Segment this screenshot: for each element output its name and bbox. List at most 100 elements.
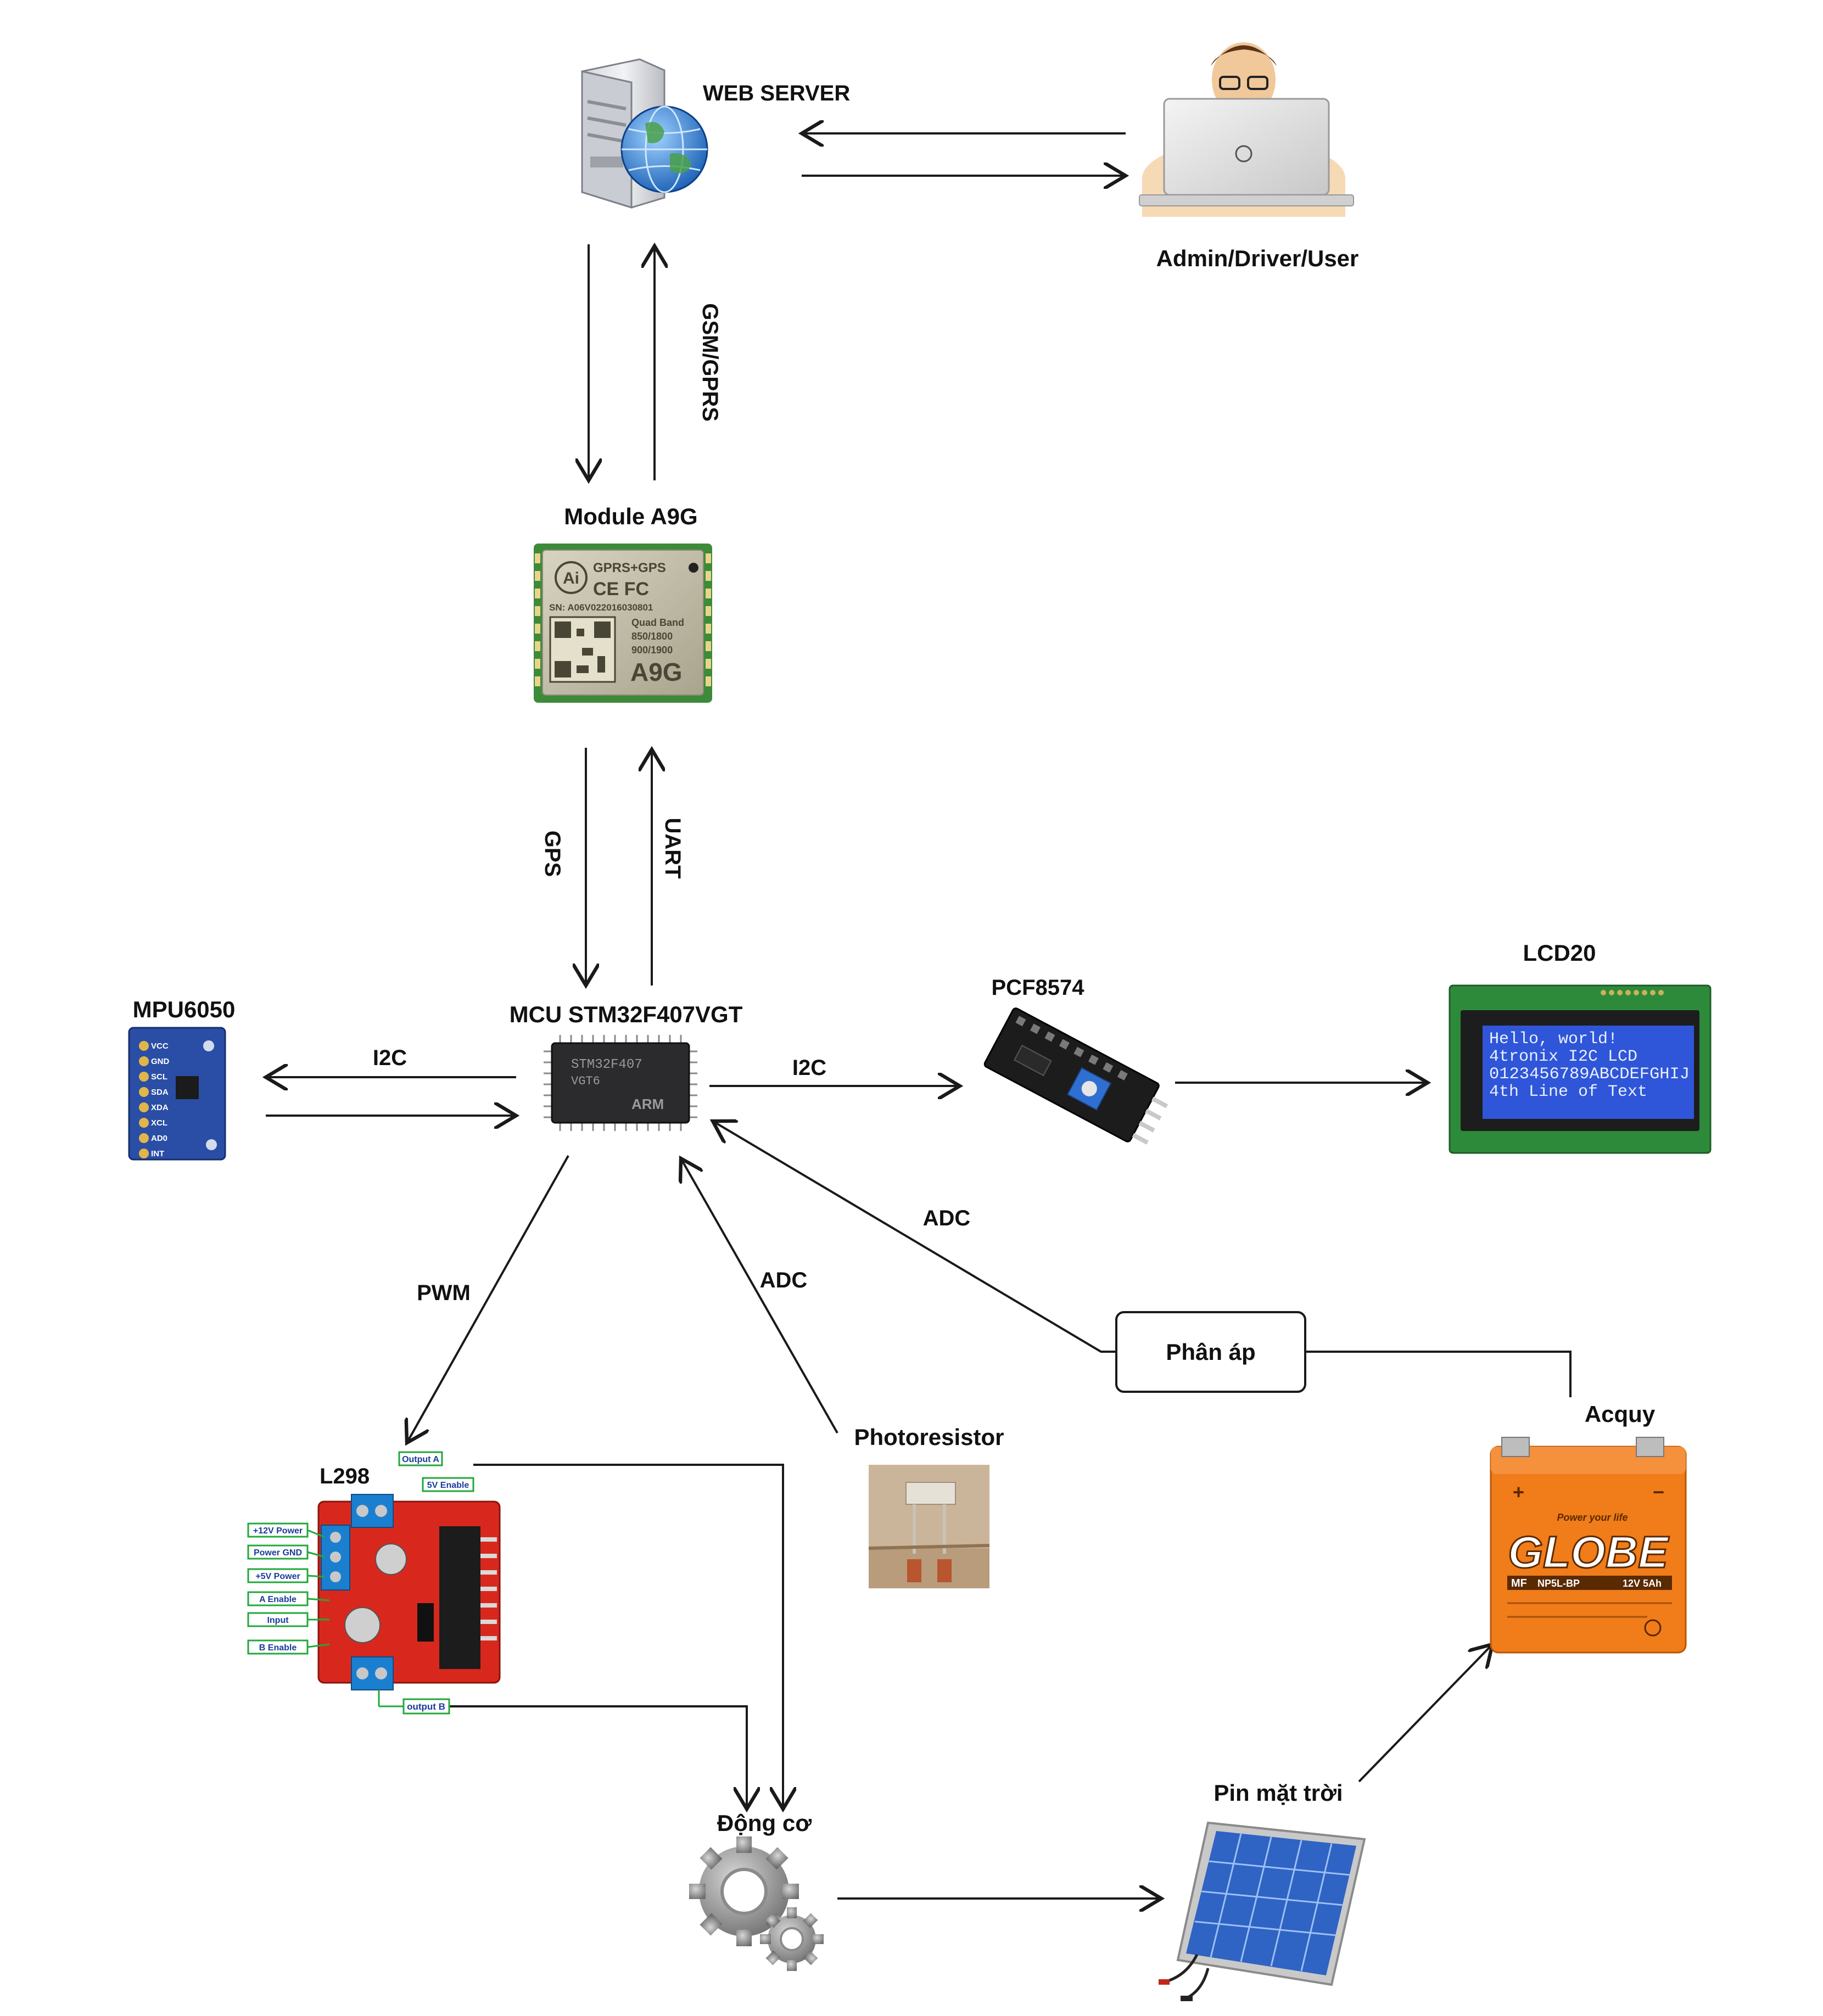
pcf-board-image: [983, 1007, 1168, 1145]
a9g-band3-text: 900/1900: [631, 645, 673, 656]
lcd20-node: LCD20 Hello, world! 4tronix I2C LCD 0123…: [1449, 940, 1712, 1154]
svg-text:+12V Power: +12V Power: [253, 1526, 303, 1536]
a9g-module-image: Ai GPRS+GPS CE FC SN: A06V022016030801 Q…: [534, 544, 712, 703]
l298-tag-5v-enable: 5V Enable: [422, 1477, 474, 1492]
svg-text:Input: Input: [267, 1616, 289, 1625]
l298-tag-power-gnd: Power GND: [247, 1544, 326, 1560]
web-server-node: WEB SERVER: [581, 58, 850, 209]
lcd-line-2: 4tronix I2C LCD: [1489, 1048, 1637, 1066]
l298-tag-a-enable: A Enable: [247, 1591, 330, 1606]
edge-label-i2c-mpu: I2C: [373, 1046, 407, 1070]
svg-text:A Enable: A Enable: [259, 1595, 297, 1604]
l298-label: L298: [320, 1464, 370, 1488]
mpu-pin-gnd: GND: [151, 1057, 170, 1066]
photo-label: Photoresistor: [854, 1424, 1004, 1450]
edge-label-adc-battery: ADC: [923, 1206, 971, 1230]
battery-minus-sign: −: [1653, 1481, 1664, 1503]
l298-tag-b-enable: B Enable: [247, 1639, 330, 1655]
gears-icon: [689, 1836, 824, 1971]
solar-label: Pin mặt trời: [1214, 1780, 1343, 1806]
edge-label-gps: GPS: [540, 831, 564, 877]
edge-label-pwm: PWM: [417, 1281, 471, 1305]
battery-tagline: Power your life: [1557, 1512, 1628, 1523]
lcd-line-3: 0123456789ABCDEFGHIJ: [1489, 1065, 1690, 1084]
arrow-divider-to-mcu: [713, 1121, 1116, 1353]
edge-label-adc-photo: ADC: [760, 1268, 808, 1292]
svg-text:B Enable: B Enable: [259, 1643, 297, 1653]
l298-tag-output-a: Output A: [398, 1451, 443, 1466]
mpu-pin-sda: SDA: [151, 1088, 169, 1097]
globe-icon: [620, 105, 708, 193]
battery-node: Acquy + − Power your life GLOBE MF NP5L-…: [1490, 1401, 1687, 1654]
user-node: Admin/Driver/User: [1139, 42, 1358, 271]
a9g-model-text: A9G: [630, 658, 683, 686]
arrow-mcu-to-l298: [407, 1155, 569, 1443]
l298-tag-input: Input: [247, 1612, 329, 1627]
battery-brand: GLOBE: [1508, 1527, 1669, 1577]
arrow-solar-to-battery: [1358, 1644, 1492, 1783]
a9g-cert-text: CE FC: [593, 579, 649, 600]
lcd-line-4: 4th Line of Text: [1489, 1083, 1647, 1101]
line-l298-outA-to-motor: [473, 1464, 783, 1809]
photoresistor-node: Photoresistor: [854, 1424, 1004, 1588]
motor-label: Động cơ: [717, 1810, 812, 1836]
mpu-pin-int: INT: [151, 1149, 164, 1158]
divider-label: Phân áp: [1166, 1339, 1255, 1365]
solar-panel-image: [1159, 1821, 1366, 2001]
mpu-pin-xda: XDA: [151, 1103, 169, 1112]
battery-rating: 12V 5Ah: [1623, 1578, 1662, 1589]
pcf8574-node: PCF8574: [983, 976, 1168, 1145]
mpu-pin-vcc: VCC: [151, 1041, 169, 1051]
mpu6050-node: MPU6050 VCC GND SCL SDA XDA XCL AD0 INT: [128, 996, 236, 1161]
lcd-line-1: Hello, world!: [1489, 1030, 1618, 1049]
edge-label-gsm-gprs: GSM/GPRS: [698, 303, 722, 422]
battery-label: Acquy: [1585, 1401, 1656, 1427]
mcu-node: MCU STM32F407VGT STM32F407 VGT6 ARM: [510, 1001, 743, 1131]
a9g-band2-text: 850/1800: [631, 631, 673, 642]
motor-node: Động cơ: [689, 1810, 824, 1971]
solar-node: Pin mặt trời: [1159, 1780, 1366, 2001]
l298-tag-12v-power: +12V Power: [247, 1522, 326, 1538]
l298-tag-output-b: output B: [378, 1690, 450, 1715]
photoresistor-image: [868, 1465, 990, 1588]
lcd-label: LCD20: [1523, 940, 1596, 966]
battery-plus-sign: +: [1513, 1481, 1524, 1503]
user-label: Admin/Driver/User: [1156, 245, 1359, 271]
a9g-band1-text: Quad Band: [631, 617, 684, 628]
mcu-line1: STM32F407: [571, 1057, 642, 1072]
battery-model: NP5L-BP: [1537, 1578, 1580, 1589]
l298-board-image: [317, 1494, 501, 1690]
arrow-photo-to-mcu: [681, 1158, 838, 1433]
a9g-label: Module A9G: [564, 503, 697, 529]
mpu-pin-ad0: AD0: [151, 1134, 167, 1143]
pcf-label: PCF8574: [992, 976, 1085, 1000]
mcu-line2: VGT6: [571, 1074, 600, 1088]
mpu-label: MPU6050: [133, 996, 236, 1022]
qr-code-icon: [549, 616, 616, 683]
web-server-label: WEB SERVER: [703, 81, 850, 105]
l298-tag-5v-power: +5V Power: [247, 1568, 326, 1583]
mpu-pin-xcl: XCL: [151, 1118, 167, 1128]
battery-mf: MF: [1511, 1577, 1527, 1589]
a9g-logo-text: Ai: [563, 569, 579, 587]
mpu-board-image: VCC GND SCL SDA XDA XCL AD0 INT: [128, 1027, 226, 1161]
a9g-node: Module A9G Ai GPRS+GPS CE FC SN: A06V022…: [534, 503, 712, 703]
battery-image: + − Power your life GLOBE MF NP5L-BP 12V…: [1490, 1437, 1687, 1654]
edge-label-i2c-pcf: I2C: [792, 1056, 826, 1080]
mcu-line3: ARM: [631, 1096, 664, 1112]
line-l298-outB-to-motor: [449, 1705, 747, 1809]
svg-text:Power GND: Power GND: [254, 1548, 302, 1558]
lcd-module-image: Hello, world! 4tronix I2C LCD 0123456789…: [1449, 984, 1712, 1154]
l298-node: L298 Output A 5V Enable +1: [247, 1451, 501, 1715]
svg-text:5V Enable: 5V Enable: [427, 1481, 469, 1490]
mpu-pin-scl: SCL: [151, 1072, 167, 1082]
a9g-top-text: GPRS+GPS: [593, 561, 666, 575]
svg-text:Output A: Output A: [402, 1455, 439, 1464]
edge-label-uart: UART: [661, 817, 685, 878]
line-battery-to-divider: [1305, 1351, 1572, 1397]
a9g-sn-text: SN: A06V022016030801: [549, 602, 653, 613]
mcu-chip-image: STM32F407 VGT6 ARM: [544, 1035, 697, 1131]
laptop-icon: [1139, 98, 1354, 206]
connectors: [266, 133, 1572, 1899]
